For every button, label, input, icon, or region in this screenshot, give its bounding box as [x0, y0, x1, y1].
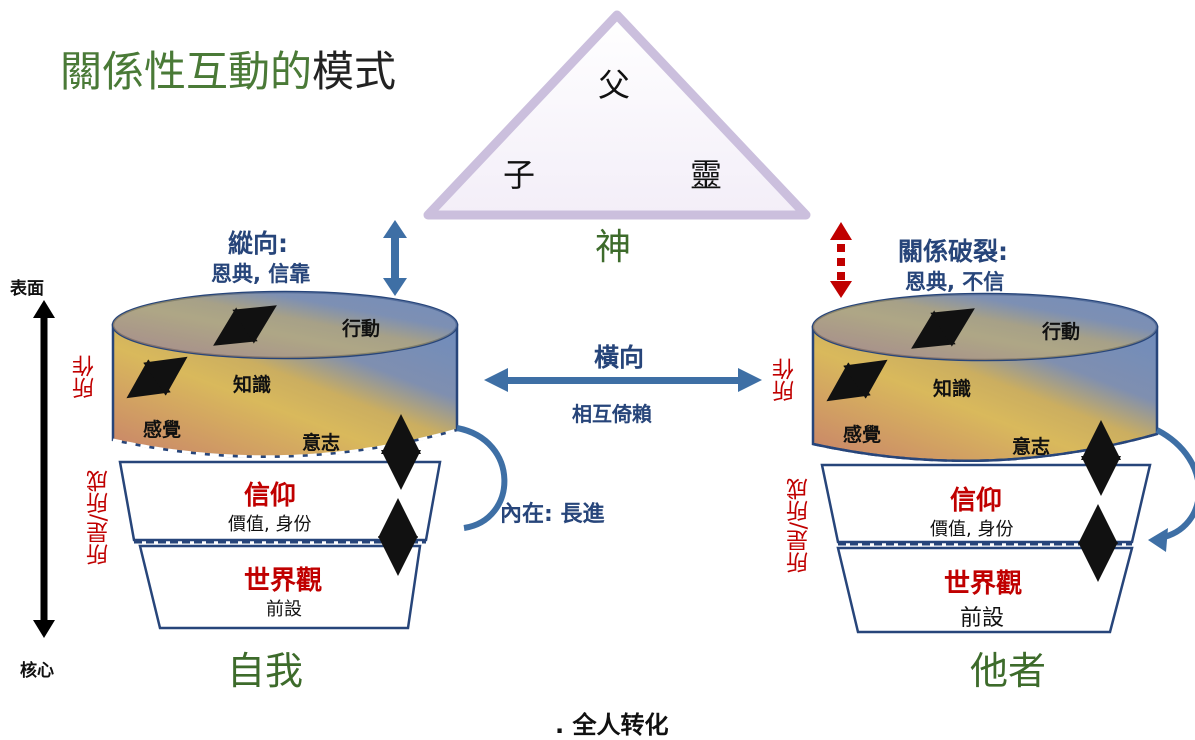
other-doing-label: 所作	[773, 358, 798, 402]
horizontal-label: 橫向	[594, 343, 645, 372]
self-knowledge: 知識	[233, 374, 272, 396]
self-doing-label: 所作	[73, 355, 98, 399]
god-label: 神	[595, 227, 632, 268]
broken-label: 關係破裂:	[898, 237, 1008, 266]
surface-label: 表面	[10, 279, 44, 299]
broken-sub: 恩典, 不信	[905, 270, 1005, 294]
other-action: 行動	[1042, 321, 1081, 343]
self-name: 自我	[227, 649, 304, 693]
vertical-sub: 恩典, 信靠	[211, 262, 311, 286]
self-being-label: 所是/所成	[87, 470, 112, 566]
self-will: 意志	[302, 432, 341, 454]
other-feeling: 感覺	[843, 424, 882, 446]
other-will: 意志	[1012, 436, 1051, 458]
self-cup	[111, 290, 508, 630]
core-label: 核心	[20, 661, 54, 681]
other-belief: 信仰	[950, 486, 1003, 516]
other-knowledge: 知識	[933, 378, 972, 400]
horizontal-sub: 相互倚賴	[572, 402, 652, 426]
self-action: 行動	[342, 318, 381, 340]
page-title: 關係性互動的模式	[60, 38, 396, 99]
broken-arrow	[830, 222, 852, 298]
horizontal-arrow	[484, 368, 762, 392]
caption: . 全人转化	[555, 711, 669, 739]
self-feeling: 感覺	[143, 419, 182, 441]
inner-growth-label: 內在: 長進	[500, 502, 605, 527]
trinity-father: 父	[598, 66, 631, 104]
vertical-label: 縱向:	[228, 229, 288, 258]
trinity-triangle	[423, 10, 811, 220]
title-black-part: 模式	[312, 47, 397, 96]
other-being-label: 所是/所成	[787, 478, 812, 574]
other-cup	[811, 292, 1195, 634]
title-green-part: 關係性互動的	[60, 47, 313, 96]
self-belief-sub: 價值, 身份	[228, 514, 312, 535]
other-belief-sub: 價值, 身份	[930, 519, 1014, 540]
vertical-arrow	[383, 220, 407, 296]
other-worldview-sub: 前設	[960, 606, 1005, 631]
self-worldview-sub: 前設	[266, 599, 302, 620]
self-belief: 信仰	[244, 481, 297, 511]
other-worldview: 世界觀	[944, 569, 1023, 599]
trinity-spirit: 靈	[690, 156, 723, 194]
self-worldview: 世界觀	[244, 566, 323, 596]
other-name: 他者	[970, 649, 1047, 693]
trinity-son: 子	[503, 156, 536, 194]
